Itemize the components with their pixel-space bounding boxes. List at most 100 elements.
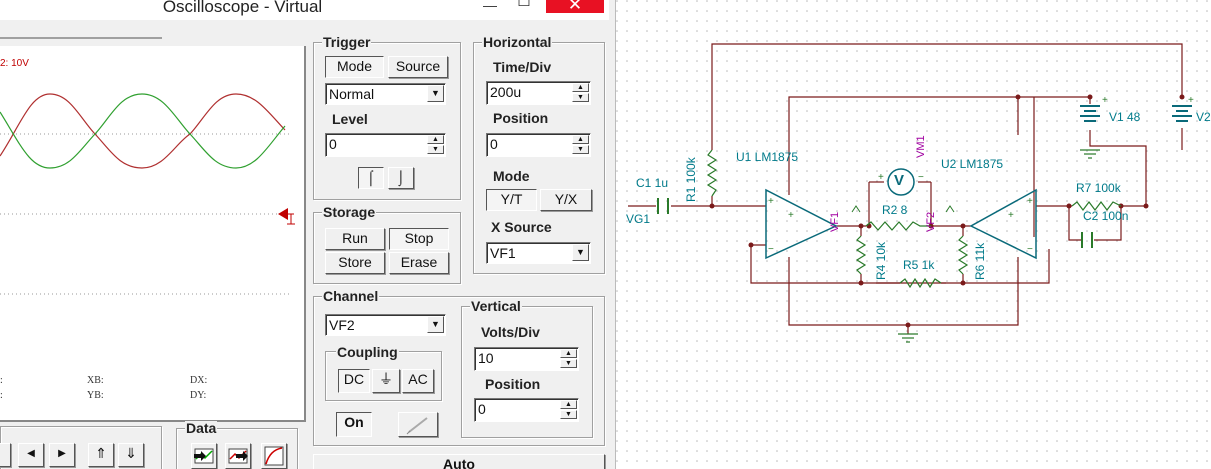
- title-bar[interactable]: Oscilloscope - Virtual — ☐ ✕: [0, 0, 609, 20]
- oscilloscope-window: Oscilloscope - Virtual — ☐ ✕ 2: 10V : :: [0, 0, 609, 469]
- vertical-position-label: Position: [484, 376, 542, 392]
- batteries: [1080, 105, 1192, 122]
- trigger-group: Trigger Mode Source Normal ▼ Level 0 ▲ ▼…: [313, 35, 461, 200]
- cursor-xb-label: XB:: [87, 375, 104, 386]
- spin-up-icon[interactable]: ▲: [572, 83, 589, 92]
- coupling-title: Coupling: [336, 344, 399, 360]
- double-down-icon: ⇓: [125, 445, 137, 461]
- chevron-down-icon[interactable]: ▼: [427, 85, 444, 102]
- minimize-button[interactable]: —: [483, 0, 497, 13]
- trigger-mode-select[interactable]: Normal ▼: [325, 83, 446, 105]
- coupling-gnd-button[interactable]: ⏚: [372, 369, 400, 393]
- volts-div-label: Volts/Div: [480, 324, 541, 340]
- trigger-falling-edge-button[interactable]: ⌡: [388, 167, 414, 189]
- data-import-button[interactable]: [191, 443, 217, 469]
- time-div-input[interactable]: 200u ▲ ▼: [486, 81, 591, 105]
- label-r1: R1 100k: [684, 157, 698, 202]
- nav-left-button[interactable]: ◀: [18, 443, 44, 467]
- spin-down-icon[interactable]: ▼: [427, 145, 444, 154]
- channel-group: Channel VF2 ▼ Coupling DC ⏚ AC On: [313, 289, 605, 446]
- coupling-dc-button[interactable]: DC: [338, 369, 370, 393]
- voltmeter-symbol: V: [894, 172, 905, 189]
- label-r2: R2 8: [882, 203, 908, 217]
- store-button[interactable]: Store: [325, 252, 385, 274]
- label-r4: R4 10k: [874, 241, 888, 280]
- channel-on-button[interactable]: On: [336, 412, 372, 437]
- trigger-marker-icon: [278, 208, 295, 225]
- label-vg1: VG1: [626, 212, 651, 226]
- trigger-level-input[interactable]: 0 ▲ ▼: [325, 133, 446, 157]
- horizontal-group: Horizontal Time/Div 200u ▲ ▼ Position 0 …: [473, 35, 605, 274]
- schematic-canvas[interactable]: +− +− ++ ++ +− C1 1u VG1 R1 100k U1 LM18…: [615, 0, 1211, 469]
- nav-up-button[interactable]: ⇑: [88, 443, 114, 467]
- screen-tab-line: [0, 37, 162, 39]
- svg-text:−: −: [768, 244, 774, 255]
- spin-down-icon[interactable]: ▼: [572, 145, 589, 154]
- trace-channel-1: [0, 93, 286, 169]
- spin-down-icon[interactable]: ▼: [560, 410, 577, 419]
- svg-text:+: +: [1188, 95, 1194, 106]
- label-c1: C1 1u: [636, 176, 669, 190]
- probe-button[interactable]: [398, 412, 438, 437]
- op-amps: [765, 188, 1037, 260]
- stop-button[interactable]: Stop: [389, 228, 449, 250]
- spin-up-icon[interactable]: ▲: [560, 400, 577, 409]
- coupling-ac-button[interactable]: AC: [402, 369, 434, 393]
- close-button[interactable]: ✕: [546, 0, 604, 13]
- time-div-value: 200u: [490, 84, 522, 100]
- label-r6: R6 11k: [973, 242, 987, 280]
- falling-edge-icon: ⌡: [396, 169, 406, 185]
- trigger-rising-edge-button[interactable]: ⌠: [358, 167, 384, 189]
- x-source-select[interactable]: VF1 ▼: [486, 242, 591, 264]
- data-export-button[interactable]: [225, 443, 251, 469]
- volts-div-input[interactable]: 10 ▲ ▼: [474, 347, 579, 371]
- label-c2: C2 100n: [1083, 209, 1129, 223]
- spin-up-icon[interactable]: ▲: [560, 349, 577, 358]
- mode-yx-button[interactable]: Y/X: [540, 189, 592, 211]
- data-curve-button[interactable]: [261, 443, 287, 469]
- data-group: Data: [176, 421, 298, 469]
- trigger-source-button[interactable]: Source: [388, 56, 448, 78]
- channel-select[interactable]: VF2 ▼: [325, 314, 446, 336]
- nav-down-button[interactable]: ⇓: [118, 443, 144, 467]
- mode-yt-button[interactable]: Y/T: [486, 189, 537, 211]
- scope-screen[interactable]: 2: 10V : : XB: YB: DX: DY:: [0, 46, 306, 422]
- x-source-value: VF1: [490, 245, 516, 261]
- vertical-position-input[interactable]: 0 ▲ ▼: [474, 398, 579, 422]
- svg-text:+: +: [1008, 210, 1014, 221]
- svg-text:−: −: [1027, 244, 1033, 255]
- horizontal-position-input[interactable]: 0 ▲ ▼: [486, 133, 591, 157]
- schematic-drawing: +− +− ++ ++ +−: [616, 0, 1211, 469]
- chevron-down-icon[interactable]: ▼: [572, 244, 589, 261]
- trigger-title: Trigger: [322, 34, 372, 50]
- scope-trace-area: [0, 93, 295, 295]
- nav-partial-button[interactable]: [0, 443, 11, 467]
- vertical-position-value: 0: [478, 401, 486, 417]
- erase-button[interactable]: Erase: [389, 252, 449, 274]
- label-u1: U1 LM1875: [736, 150, 799, 164]
- spin-down-icon[interactable]: ▼: [560, 359, 577, 368]
- vertical-title: Vertical: [470, 298, 522, 314]
- chevron-down-icon[interactable]: ▼: [427, 316, 444, 333]
- label-vf2: VF2: [925, 211, 937, 232]
- spin-up-icon[interactable]: ▲: [572, 135, 589, 144]
- data-title: Data: [185, 420, 218, 436]
- trigger-mode-button[interactable]: Mode: [325, 56, 384, 78]
- capacitors: [657, 198, 1093, 248]
- storage-group: Storage Run Stop Store Erase: [313, 205, 461, 284]
- spin-up-icon[interactable]: ▲: [427, 135, 444, 144]
- probe-flag-icons: [851, 205, 955, 213]
- time-div-label: Time/Div: [492, 59, 553, 75]
- ground-icon: ⏚: [379, 371, 393, 387]
- svg-text:−: −: [918, 172, 924, 183]
- horizontal-title: Horizontal: [482, 34, 553, 50]
- curve-chart-icon: [264, 446, 284, 466]
- volts-div-value: 10: [478, 350, 494, 366]
- auto-button[interactable]: Auto: [313, 454, 605, 469]
- spin-down-icon[interactable]: ▼: [572, 93, 589, 102]
- horizontal-position-label: Position: [492, 110, 550, 126]
- svg-text:+: +: [1102, 95, 1108, 106]
- nav-right-button[interactable]: ▶: [49, 443, 75, 467]
- run-button[interactable]: Run: [325, 228, 385, 250]
- maximize-button[interactable]: ☐: [517, 0, 531, 10]
